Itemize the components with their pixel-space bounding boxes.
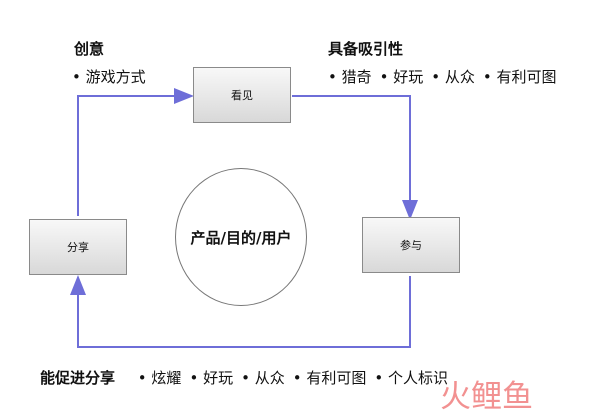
share-item: 炫耀 (138, 367, 181, 388)
share-title: 能促进分享 (40, 369, 116, 387)
attract-items: 猎奇 好玩 从众 有利可图 (328, 66, 557, 87)
node-see: 看见 (193, 67, 291, 123)
center-text: 产品/目的/用户 (190, 228, 292, 247)
node-participate: 参与 (362, 217, 460, 273)
node-see-label: 看见 (231, 89, 253, 102)
attract-title: 具备吸引性 (328, 40, 404, 58)
center-circle: 产品/目的/用户 (175, 168, 307, 306)
attract-item: 好玩 (380, 66, 423, 87)
share-row: 能促进分享 炫耀 好玩 从众 有利可图 个人标识 (40, 367, 448, 388)
node-share: 分享 (29, 219, 127, 275)
creativity-title: 创意 (74, 40, 105, 58)
share-item: 从众 (241, 367, 285, 388)
arrow-see-to-participate (292, 95, 418, 220)
arrow-participate-to-share (70, 275, 411, 348)
attract-item: 有利可图 (483, 66, 557, 87)
share-item: 个人标识 (374, 367, 448, 388)
attract-item: 从众 (431, 66, 475, 87)
creativity-items: 游戏方式 (72, 66, 146, 87)
share-item: 有利可图 (293, 367, 366, 388)
share-item: 好玩 (189, 367, 233, 388)
node-participate-label: 参与 (400, 239, 422, 252)
svg-text:火鲤鱼: 火鲤鱼 (440, 379, 533, 414)
attract-item: 猎奇 (328, 66, 372, 87)
creativity-item: 游戏方式 (72, 66, 146, 87)
watermark-logo: 火鲤鱼 (440, 379, 533, 414)
node-share-label: 分享 (67, 241, 89, 254)
arrow-share-to-see (77, 88, 194, 216)
